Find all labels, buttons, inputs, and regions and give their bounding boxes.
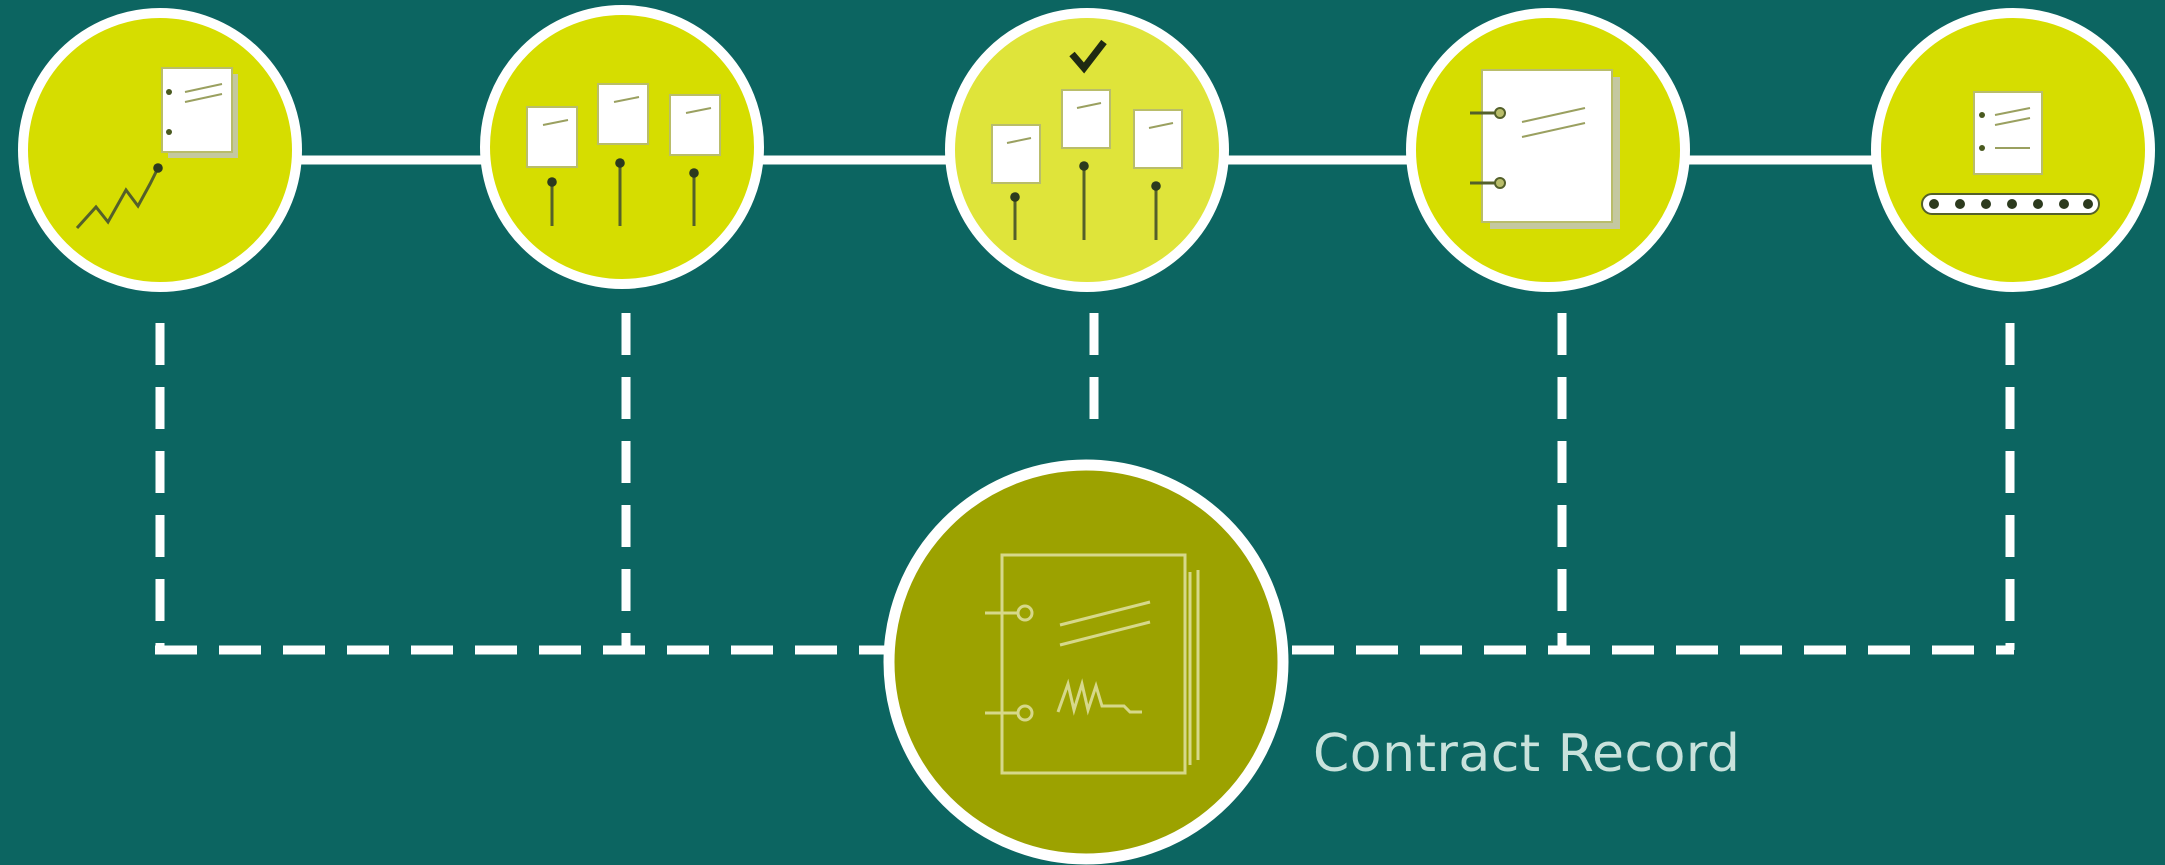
- stage-5-node: [1871, 8, 2155, 292]
- contract-record-node: [883, 459, 1289, 865]
- approved-documents-icon: [991, 39, 1183, 240]
- contract-record-label: Contract Record: [1313, 724, 1741, 784]
- pinned-documents-icon: [526, 83, 721, 226]
- conveyor-document-icon: [1921, 91, 2100, 215]
- signed-contract-icon: [985, 553, 1200, 775]
- stage-4-node: [1406, 8, 1690, 292]
- trending-document-icon: [75, 67, 238, 230]
- large-document-icon: [1470, 69, 1620, 229]
- stage-3-node: [945, 8, 1229, 292]
- stage-1-node: [18, 8, 302, 292]
- stage-2-node: [480, 5, 764, 289]
- checkmark-icon: [1069, 39, 1107, 74]
- dashed-connectors: [155, 313, 2015, 655]
